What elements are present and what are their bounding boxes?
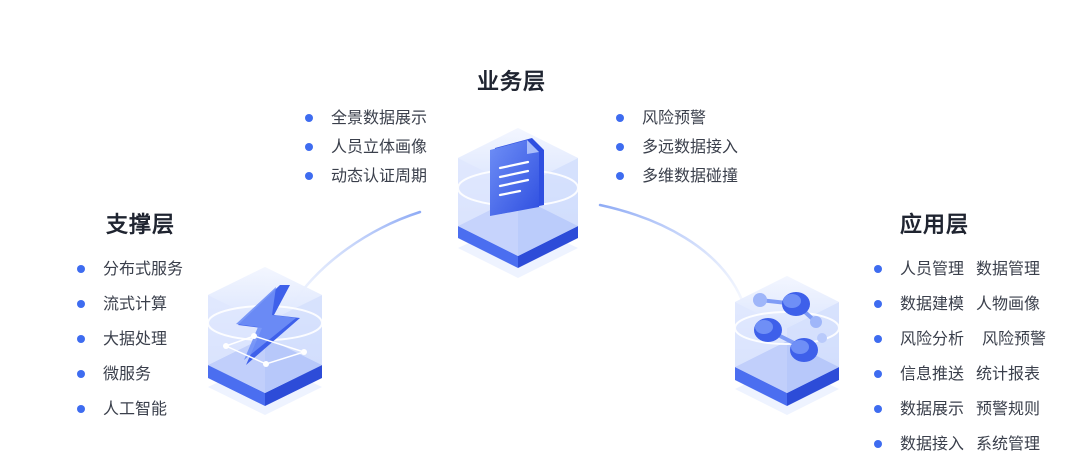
list-item: 信息推送统计报表 bbox=[872, 356, 1046, 391]
list-item: 多维数据碰撞 bbox=[614, 161, 738, 190]
list-item: 风险分析风险预警 bbox=[872, 321, 1046, 356]
business-right-list: 风险预警 多远数据接入 多维数据碰撞 bbox=[614, 103, 738, 190]
item-label: 风险预警 bbox=[982, 329, 1047, 348]
support-layer-title: 支撑层 bbox=[106, 213, 176, 238]
item-label: 人物画像 bbox=[976, 294, 1041, 313]
list-item: 数据展示预警规则 bbox=[872, 391, 1046, 426]
item-label: 人员管理 bbox=[900, 259, 965, 278]
list-item: 多远数据接入 bbox=[614, 132, 738, 161]
list-item: 大据处理 bbox=[75, 321, 183, 356]
list-item: 人工智能 bbox=[75, 391, 183, 426]
document-icon bbox=[490, 138, 544, 216]
cylinders-icon bbox=[753, 292, 827, 362]
list-item: 动态认证周期 bbox=[303, 161, 427, 190]
list-item: 分布式服务 bbox=[75, 251, 183, 286]
application-list: 人员管理数据管理 数据建模人物画像 风险分析风险预警 信息推送统计报表 数据展示… bbox=[872, 251, 1046, 461]
list-item: 流式计算 bbox=[75, 286, 183, 321]
support-cube bbox=[207, 267, 323, 415]
item-label: 数据接入 bbox=[900, 434, 965, 453]
lightning-icon bbox=[223, 285, 307, 367]
list-item: 数据接入系统管理 bbox=[872, 426, 1046, 461]
item-label: 预警规则 bbox=[976, 399, 1041, 418]
list-item: 人员立体画像 bbox=[303, 132, 427, 161]
application-cube bbox=[734, 276, 840, 415]
item-label: 风险分析 bbox=[900, 329, 965, 348]
architecture-illustration bbox=[207, 128, 840, 415]
connector-right bbox=[598, 203, 744, 302]
support-list: 分布式服务 流式计算 大据处理 微服务 人工智能 bbox=[75, 251, 183, 426]
list-item: 人员管理数据管理 bbox=[872, 251, 1046, 286]
item-label: 数据建模 bbox=[900, 294, 965, 313]
list-item: 风险预警 bbox=[614, 103, 738, 132]
business-cube bbox=[457, 128, 579, 278]
application-layer-title: 应用层 bbox=[900, 213, 970, 238]
item-label: 数据展示 bbox=[900, 399, 965, 418]
item-label: 系统管理 bbox=[976, 434, 1041, 453]
business-layer-title: 业务层 bbox=[477, 70, 547, 95]
item-label: 数据管理 bbox=[976, 259, 1041, 278]
item-label: 信息推送 bbox=[900, 364, 965, 383]
list-item: 数据建模人物画像 bbox=[872, 286, 1046, 321]
item-label: 统计报表 bbox=[976, 364, 1041, 383]
list-item: 全景数据展示 bbox=[303, 103, 427, 132]
business-left-list: 全景数据展示 人员立体画像 动态认证周期 bbox=[303, 103, 427, 190]
list-item: 微服务 bbox=[75, 356, 183, 391]
